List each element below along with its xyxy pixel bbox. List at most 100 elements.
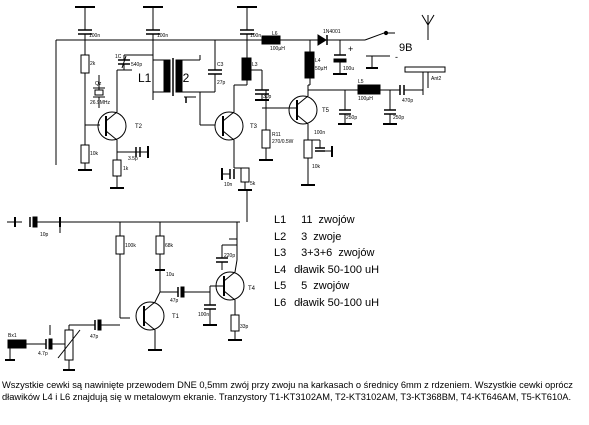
label-t5: T5 <box>322 108 330 114</box>
resistor-100k <box>115 235 125 255</box>
component-labels: 100n 100n 100n 1C 540p 2k Qz 26.9MHz 10k… <box>8 29 442 357</box>
cap-c100u-b <box>333 58 347 63</box>
coil-core-l1 <box>163 59 171 93</box>
legend-coil-name: L2 <box>274 230 287 243</box>
legend-row: L4 dławik 50-100 uH <box>274 262 474 279</box>
resistor-t5-emitter <box>303 139 313 159</box>
label-c47: 47p <box>170 298 179 304</box>
legend-coil-value: 11 <box>301 214 313 226</box>
label-c6: 27p <box>217 80 226 86</box>
label-c100u: 100u <box>343 66 354 72</box>
choke-l6-top <box>261 35 281 45</box>
transistor-t2 <box>97 111 127 141</box>
label-l3: L3 <box>252 62 258 68</box>
legend-row: L1 11 zwojów <box>274 212 474 229</box>
label-c220: 220p <box>224 253 235 259</box>
label-c100n-b: 100n <box>198 312 209 318</box>
antenna-connector-top <box>404 66 446 73</box>
label-c7: 30p <box>263 94 272 100</box>
legend-row: L3 3+3+6 zwojów <box>274 245 474 262</box>
label-t3: T3 <box>250 124 258 130</box>
label-c250-2: 250p <box>393 115 404 121</box>
legend-coil-desc: zwojów <box>318 214 355 226</box>
legend-coil-value: 5 <box>301 280 308 292</box>
t5-collector <box>296 95 309 106</box>
label-c1: 1C <box>115 54 122 60</box>
legend-coil-value: 3 <box>301 230 308 243</box>
cap-c1-trim <box>121 55 127 69</box>
legend-coil-desc: zwojów <box>313 280 350 292</box>
label-l1: L1 <box>138 71 152 85</box>
switch-lever <box>364 32 385 41</box>
legend-row: L5 5 zwojów <box>274 278 474 295</box>
antenna-right <box>427 14 435 26</box>
label-l6: L6 <box>272 31 278 37</box>
cap-c47-b <box>180 286 185 298</box>
t2-collector <box>105 111 118 122</box>
legend-coil-name: L6 <box>274 296 287 309</box>
coil-core-l2 <box>175 59 183 93</box>
label-l4-val: 50µH <box>315 66 327 72</box>
t4-collector <box>223 271 236 282</box>
label-l4: L4 <box>315 58 321 64</box>
label-supply: 9B <box>399 42 412 54</box>
choke-l4 <box>304 51 315 79</box>
label-c4: 100n <box>89 33 100 39</box>
coil-legend: L1 11 zwojów L2 3 zwoje L3 3+3+6 zwojów … <box>274 212 474 311</box>
legend-coil-desc: zwoje <box>313 230 342 243</box>
label-plus: + <box>348 44 353 54</box>
resistor-10k-t2 <box>80 144 90 164</box>
wire-t4-col <box>234 259 238 273</box>
label-l5-val: 100µH <box>358 96 373 102</box>
label-l6-val: 100µH <box>270 46 285 52</box>
label-r100k: 100k <box>125 243 136 249</box>
legend-coil-desc: dławik 50-100 uH <box>294 263 380 276</box>
resistor-r11 <box>261 129 271 149</box>
antenna-left <box>421 14 429 26</box>
label-c10u: 10u <box>166 272 175 278</box>
resistor-t4-emitter <box>230 314 240 332</box>
label-c-in2: 4.7p <box>38 351 48 357</box>
label-xtal-freq: 26.9MHz <box>90 100 111 106</box>
label-ant: Ant2 <box>431 76 442 82</box>
crystal-qz <box>94 89 104 96</box>
label-r-t3: 5k <box>250 181 256 187</box>
legend-row: L2 3 zwoje <box>274 229 474 246</box>
t1-collector <box>143 301 156 312</box>
label-r11: R11 <box>272 132 281 138</box>
resistor-t3-emitter <box>240 167 250 183</box>
label-c8: 100n <box>157 33 168 39</box>
label-c-in: 10p <box>40 232 49 238</box>
t3-emitter <box>222 130 235 141</box>
potentiometer-wiper <box>57 329 81 359</box>
label-c-t2-em: 3.5p <box>128 156 138 162</box>
legend-coil-desc: zwojów <box>338 247 375 259</box>
legend-coil-name: L5 <box>274 280 287 292</box>
t4-emitter <box>223 290 236 301</box>
switch-contact <box>383 30 389 36</box>
label-c-47u: 47p <box>90 334 99 340</box>
potentiometer <box>64 329 74 361</box>
legend-coil-name: L1 <box>274 214 287 226</box>
legend-coil-name: L3 <box>274 247 287 259</box>
label-r-t5: 10k <box>312 164 321 170</box>
wire-t1-c <box>154 291 161 303</box>
transistor-t5 <box>288 95 318 125</box>
t2-emitter <box>105 130 118 141</box>
legend-coil-desc: dławik 50-100 uH <box>294 296 380 309</box>
label-mic: Bx1 <box>8 333 17 339</box>
label-c-top3: 100n <box>250 33 261 39</box>
coil-l5 <box>357 84 381 95</box>
cap-mic-b <box>48 338 53 350</box>
transistor-t3 <box>214 111 244 141</box>
t1-emitter <box>143 320 156 331</box>
label-r2k: 2k <box>90 61 96 67</box>
cap-input-b <box>32 216 38 228</box>
label-t2: T2 <box>135 124 143 130</box>
t5-emitter <box>296 114 309 125</box>
coil-l3 <box>241 57 252 81</box>
label-diode: 1N4001 <box>323 29 341 35</box>
label-c250-1: 250p <box>346 115 357 121</box>
label-xtal: Qz <box>95 81 102 87</box>
